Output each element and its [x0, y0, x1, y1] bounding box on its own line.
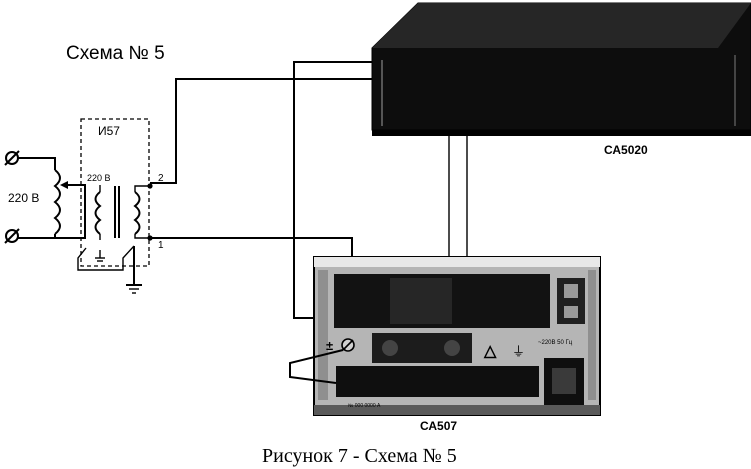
primary-winding [18, 157, 86, 239]
terminal-2-label: 2 [158, 173, 164, 184]
diagram-title: Схема № 5 [66, 43, 165, 64]
ca507-loop-wire [289, 349, 344, 384]
ca507-terminal-screw [341, 338, 355, 352]
ca5020-label: СА5020 [604, 143, 648, 157]
ca507-ground-icon: ⏚ [512, 344, 525, 359]
terminal-1-label: 1 [158, 240, 164, 251]
ca507-rating-text: ~220В 50 Гц [538, 340, 573, 346]
ca507-plus-minus: ± [326, 338, 333, 353]
ca507-warning-icon: △ [483, 343, 497, 360]
ca5020-to-ca507-wires [448, 136, 468, 272]
ca507-serial-text: № 000 0000 А [348, 403, 381, 409]
secondary-windings [94, 183, 153, 241]
input-voltage-label: 220 В [8, 191, 39, 205]
i57-frame [80, 118, 150, 267]
figure-caption: Рисунок 7 - Схема № 5 [262, 445, 457, 467]
input-terminals [4, 150, 20, 244]
ground-switch [77, 245, 142, 294]
ca507-label: СА507 [420, 419, 457, 433]
ca5020-device [371, 2, 751, 136]
i57-label: И57 [98, 124, 120, 138]
ca507-device [313, 256, 601, 416]
winding-voltage-label: 220 В [87, 173, 111, 183]
